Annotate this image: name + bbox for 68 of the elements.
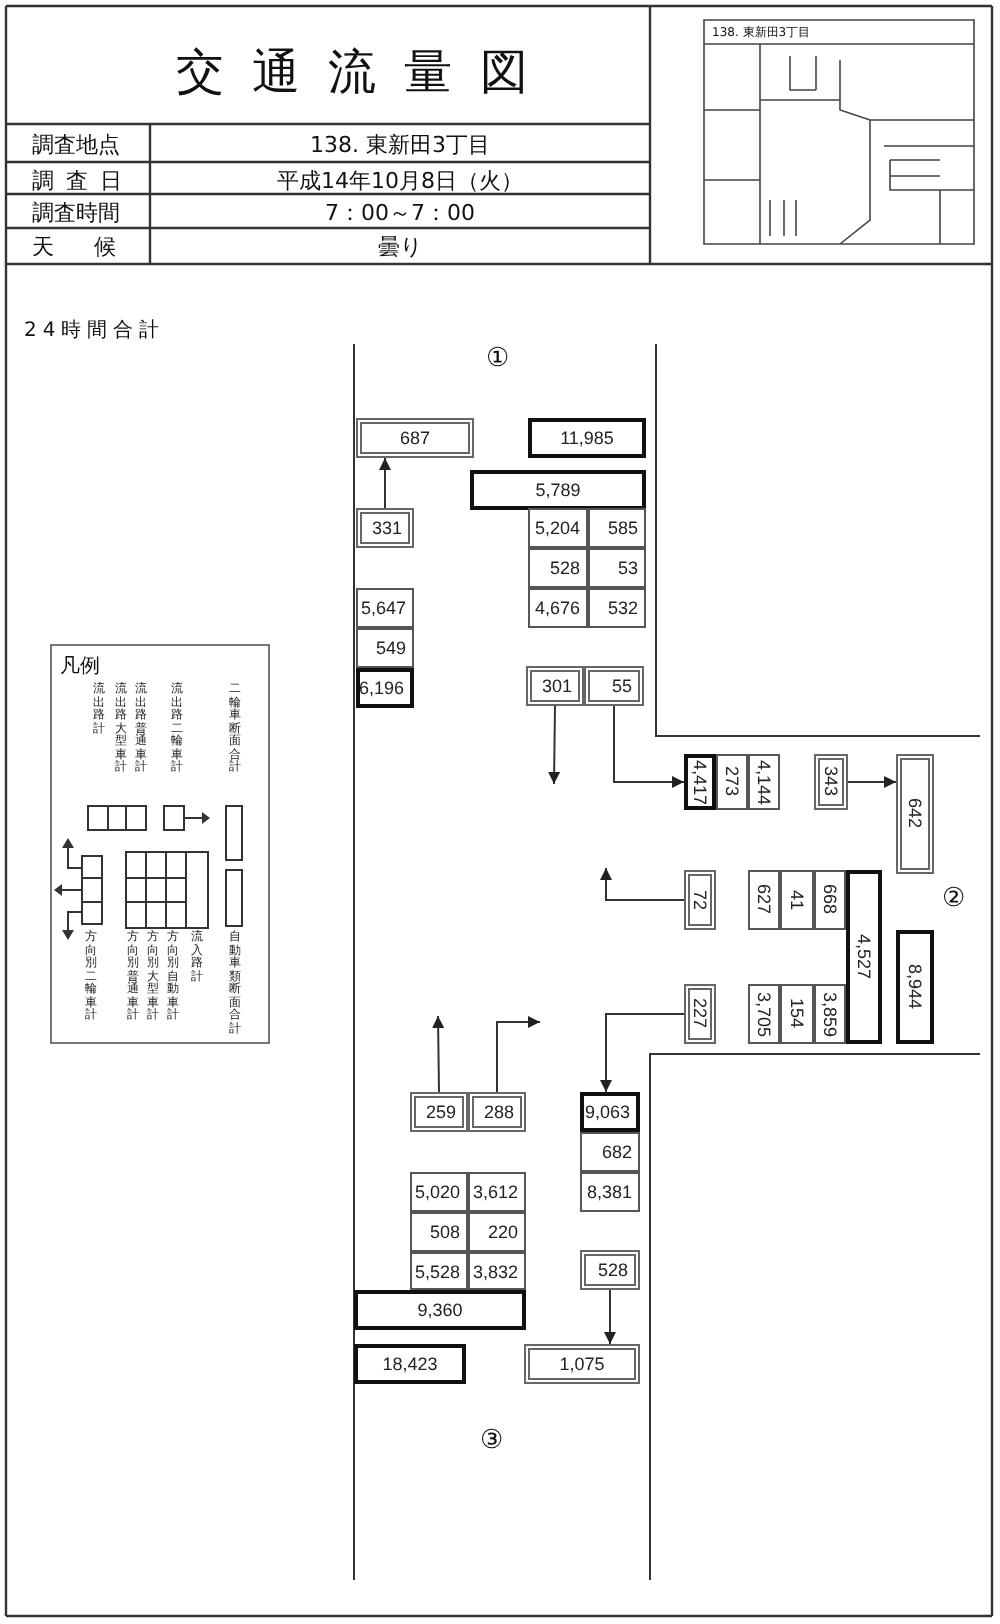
count-box: 8,381 <box>580 1172 640 1212</box>
count-box: 227 <box>684 984 716 1044</box>
count-box: 5,528 <box>410 1252 468 1290</box>
arrow <box>548 705 561 785</box>
count-box: 259 <box>410 1092 468 1132</box>
count-box: 301 <box>526 666 584 706</box>
count-box: 3,859 <box>814 984 846 1044</box>
count-box: 5,647 <box>356 588 414 628</box>
count-box: 55 <box>584 666 644 706</box>
count-box: 508 <box>410 1212 468 1252</box>
legend-title: 凡例 <box>60 654 100 680</box>
arrow <box>847 776 897 788</box>
count-box: 627 <box>748 870 780 930</box>
count-box: 8,944 <box>896 930 934 1044</box>
arrow <box>600 1013 685 1093</box>
count-box: 4,676 <box>528 588 588 628</box>
arrow <box>432 1015 445 1093</box>
field-value: 138. 東新田3丁目 <box>308 130 492 160</box>
count-box: 3,612 <box>468 1172 526 1212</box>
count-box: 4,527 <box>846 870 882 1044</box>
count-box: 273 <box>716 754 748 810</box>
count-box: 528 <box>580 1250 640 1290</box>
field-value: 7：00～7：00 <box>323 198 477 228</box>
count-box: 5,020 <box>410 1172 468 1212</box>
approach-number: ① <box>486 344 510 374</box>
count-box: 3,705 <box>748 984 780 1044</box>
count-box: 1,075 <box>524 1344 640 1384</box>
count-box: 668 <box>814 870 846 930</box>
page-title: 交通流量図 <box>176 42 556 104</box>
count-box: 288 <box>468 1092 526 1132</box>
count-box: 220 <box>468 1212 526 1252</box>
count-box: 41 <box>780 870 814 930</box>
count-box: 5,789 <box>470 470 646 510</box>
arrow <box>496 1016 541 1093</box>
count-box: 9,063 <box>580 1092 640 1132</box>
count-box: 6,196 <box>356 668 414 708</box>
arrow <box>600 867 685 901</box>
count-box: 4,144 <box>748 754 780 810</box>
approach-number: ③ <box>480 1426 504 1456</box>
count-box: 154 <box>780 984 814 1044</box>
count-box: 11,985 <box>528 418 646 458</box>
count-box: 53 <box>588 548 646 588</box>
count-box: 532 <box>588 588 646 628</box>
count-box: 4,417 <box>684 754 716 810</box>
count-box: 9,360 <box>354 1290 526 1330</box>
field-value: 曇り <box>376 232 424 262</box>
count-box: 18,423 <box>354 1344 466 1384</box>
approach-number: ② <box>942 884 966 914</box>
count-box: 687 <box>356 418 474 458</box>
field-label: 調査時間 <box>32 198 120 228</box>
count-box: 642 <box>896 754 934 874</box>
count-box: 3,832 <box>468 1252 526 1290</box>
field-value: 平成14年10月8日（火） <box>275 166 525 196</box>
section-label: 24時間合計 <box>24 317 166 344</box>
count-box: 331 <box>356 508 414 548</box>
arrow <box>379 457 391 509</box>
field-label: 調査地点 <box>32 130 120 160</box>
count-box: 549 <box>356 628 414 668</box>
field-label: 調査日 <box>32 166 134 196</box>
arrow <box>604 1289 616 1345</box>
count-box: 72 <box>684 870 716 930</box>
field-label: 天候 <box>32 232 156 262</box>
count-box: 682 <box>580 1132 640 1172</box>
count-box: 5,204 <box>528 508 588 548</box>
count-box: 585 <box>588 508 646 548</box>
count-box: 343 <box>814 754 848 810</box>
arrow <box>613 705 685 788</box>
count-box: 528 <box>528 548 588 588</box>
